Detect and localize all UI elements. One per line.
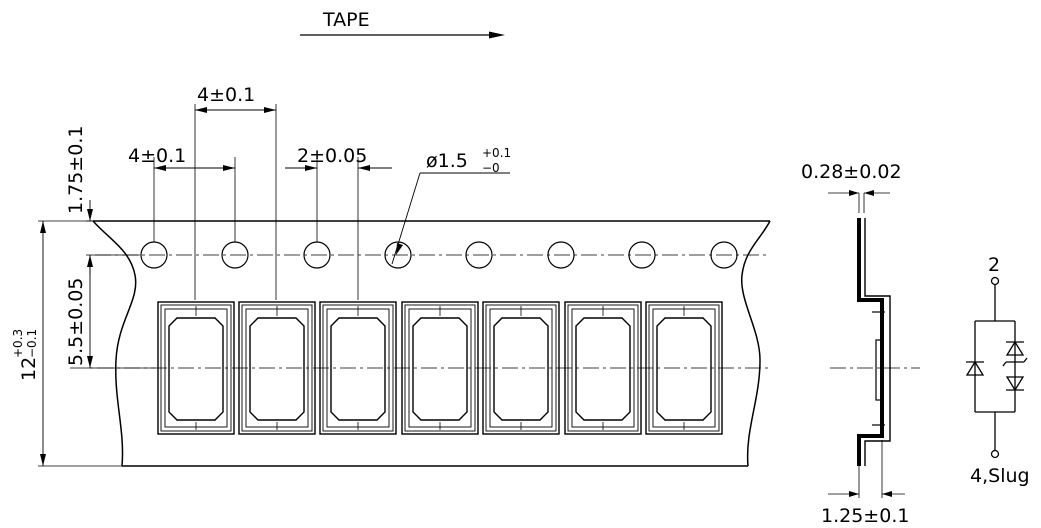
sprocket-hole [547,241,575,269]
sprocket-hole [710,241,738,269]
diode-right-upper-icon [1005,340,1025,356]
dim-edge-to-hole: 1.75±0.1 [65,126,87,214]
carrier-tape-outline [92,220,771,467]
dim-hole-pitch: 4±0.1 [128,145,186,167]
dim-hole-diameter-tol-minus: −0 [482,161,500,175]
component-pocket [564,301,642,435]
tape-direction-arrow [300,31,505,39]
tape-label: TAPE [322,9,370,31]
dim-pocket-pitch: 4±0.1 [197,84,255,106]
dimension-lines [40,107,510,466]
component-pocket [319,301,397,435]
circuit-schematic [965,276,1028,459]
pin-bottom-label: 4,Slug [970,465,1030,487]
dim-hole-to-pocket: 2±0.05 [297,145,367,167]
diode-right-lower-icon [1005,376,1025,392]
dim-pocket-depth: 1.25±0.1 [821,505,909,527]
component-pocket [401,301,479,435]
component-pocket [645,301,723,435]
center-lines [70,254,768,369]
extension-lines [38,104,359,467]
tape-side-profile [828,190,920,498]
sprocket-hole [628,241,656,269]
dim-hole-diameter-tol-plus: +0.1 [482,146,511,160]
diode-left-icon [965,360,985,376]
pin-top-label: 2 [988,254,1000,276]
dim-hole-to-pocket-center: 5.5±0.05 [65,278,87,366]
component-pocket [482,301,560,435]
dim-tape-width-tol-minus: −0.1 [25,329,39,358]
dim-tape-thickness: 0.28±0.02 [801,161,902,183]
dim-tape-width: 12 [18,357,40,381]
component-pocket [238,301,316,435]
sprocket-hole [384,241,412,269]
dim-tape-width-tol-plus: +0.3 [11,329,25,358]
pin-bottom-terminal [990,449,1000,459]
sprocket-hole [465,241,493,269]
pin-top-terminal [990,276,1000,286]
dim-hole-diameter: ø1.5 [426,150,468,172]
component-pockets [157,301,723,435]
component-pocket [157,301,235,435]
